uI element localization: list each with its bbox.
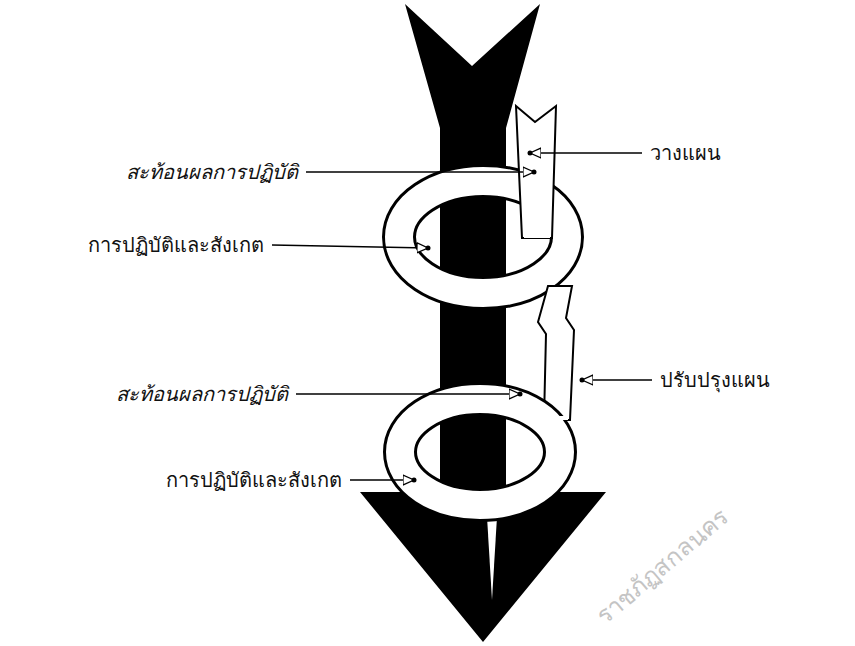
- band-join: [546, 416, 568, 420]
- leader-dot: [580, 378, 585, 383]
- band-join: [524, 234, 550, 238]
- down-arrow: [360, 4, 606, 642]
- step-label: สะท้อนผลการปฏิบัติ: [116, 381, 288, 407]
- leader-line: [306, 171, 534, 173]
- leader-dot: [532, 170, 537, 175]
- loop-band: [400, 399, 560, 505]
- loop-outline: [400, 399, 560, 505]
- step-label: การปฏิบัติและสังเกต: [166, 467, 342, 493]
- leader-dot: [426, 246, 431, 251]
- leader-dot: [528, 151, 533, 156]
- step-label: วางแผน: [650, 140, 721, 166]
- leader-line: [530, 152, 642, 154]
- leader-line: [350, 479, 414, 481]
- leader-line: [582, 379, 652, 381]
- step-label: ปรับปรุงแผน: [660, 367, 770, 393]
- leader-dot: [518, 392, 523, 397]
- leader-line: [296, 393, 520, 395]
- watermark: ราชภัฏสกลนคร: [590, 503, 736, 632]
- leader-dot: [412, 478, 417, 483]
- step-label: การปฏิบัติและสังเกต: [88, 232, 264, 258]
- leader-line: [272, 245, 428, 248]
- step-label: สะท้อนผลการปฏิบัติ: [126, 159, 298, 185]
